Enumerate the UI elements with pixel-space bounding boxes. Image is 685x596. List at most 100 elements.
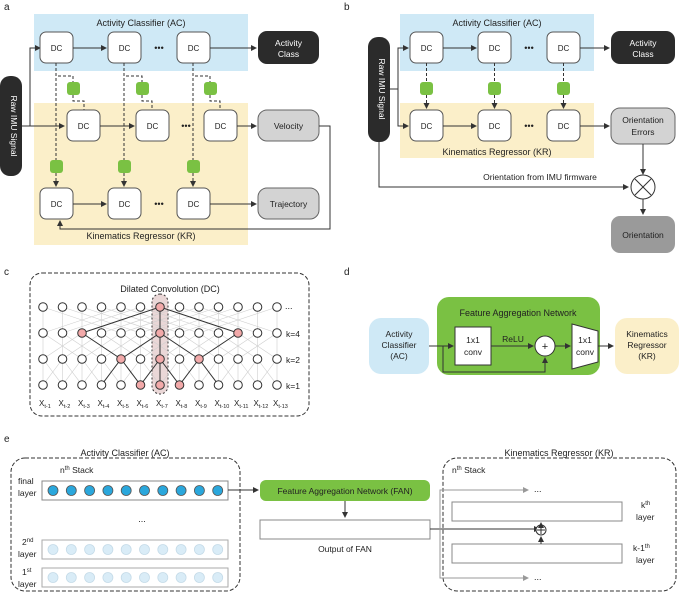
c-node (233, 380, 243, 390)
c-x-label: Xt-8 (176, 399, 188, 410)
a-fan-square (118, 160, 131, 173)
c-node (57, 380, 68, 390)
a-kr-dc-2 (135, 109, 170, 142)
e-ac-frame (10, 457, 241, 592)
e-final-node (102, 485, 114, 496)
c-node (272, 328, 282, 338)
c-active-node (155, 328, 165, 338)
a-kr-title: Kinematics Regressor (KR) (86, 231, 195, 241)
c-connection (218, 358, 239, 386)
c-x-label: Xt-11 (234, 399, 248, 410)
c-active-connection (198, 358, 219, 386)
d-kr-box (615, 318, 679, 374)
c-active-connection (140, 358, 161, 386)
a-dc-label: DC (119, 200, 131, 209)
c-node (213, 302, 224, 312)
e-pale-node (157, 572, 169, 583)
c-active-node (233, 328, 243, 338)
c-node (116, 380, 126, 390)
e-kth-layer-box (451, 501, 623, 522)
e-k1th-layer-box (451, 543, 623, 564)
b-dots: ••• (524, 43, 533, 53)
b-orientation-label: Orientation (622, 230, 664, 240)
c-x-label: Xt-5 (117, 399, 129, 410)
c-x-label: Xt-6 (137, 399, 149, 410)
e-ac-ellipsis: ... (138, 514, 146, 524)
d-conv-2 (571, 323, 599, 370)
a-kr2-dc-2 (107, 187, 142, 220)
c-node (174, 302, 185, 312)
d-conv-1-b: conv (464, 347, 483, 357)
c-k1-label: k=1 (286, 381, 300, 391)
c-active-connection (179, 358, 200, 386)
c-node (77, 354, 87, 364)
a-fan-square (136, 82, 149, 95)
e-pale-node (65, 544, 77, 555)
c-active-node (155, 354, 165, 364)
c-node (135, 328, 146, 338)
e-kth-label-2: layer (636, 512, 655, 522)
c-node (194, 302, 204, 312)
c-node (96, 380, 107, 390)
c-node (213, 380, 224, 390)
e-kr-nth-stack: nth Stack (452, 465, 486, 475)
c-node (272, 354, 282, 364)
c-node (233, 354, 243, 364)
c-node (116, 328, 126, 338)
c-connection (237, 358, 258, 386)
b-fan-square (557, 82, 570, 95)
c-ellipsis: ... (285, 301, 293, 311)
c-x-label: Xt-12 (254, 399, 269, 410)
d-add-sign: + (542, 341, 548, 353)
c-node (252, 354, 263, 364)
b-raw-imu-label: Raw IMU Signal (377, 59, 387, 120)
e-final-label-1: final (18, 476, 34, 486)
c-active-connection (81, 332, 122, 360)
a-dc-label: DC (119, 44, 131, 53)
d-conv-2-b: conv (576, 347, 595, 357)
a-feedback-arrow (57, 125, 331, 230)
c-node (77, 302, 87, 312)
c-node (38, 380, 48, 390)
d-conv-2-a: 1x1 (578, 335, 592, 345)
e-pale-node (175, 544, 187, 555)
c-connection (237, 332, 278, 360)
e-ac-nth-stack: nth Stack (60, 465, 94, 475)
c-k4-label: k=4 (286, 329, 300, 339)
panel-c-letter: c (4, 267, 9, 278)
a-dots: ••• (154, 43, 163, 53)
a-trajectory-box (257, 187, 320, 220)
e-final-node (193, 485, 205, 496)
c-node (135, 354, 146, 364)
e-final-label-2: layer (18, 488, 37, 498)
e-fan-output-label: Output of FAN (318, 544, 372, 554)
c-connection (42, 332, 83, 360)
a-trajectory-label: Trajectory (270, 199, 308, 209)
c-node (252, 380, 263, 390)
a-velocity-label: Velocity (274, 121, 304, 131)
c-active-connection (101, 358, 122, 386)
b-dc-label: DC (421, 44, 433, 53)
d-fan-title: Feature Aggregation Network (459, 308, 577, 318)
a-raw-imu-label: Raw IMU Signal (9, 96, 19, 157)
c-node (57, 328, 68, 338)
d-ac-2: Classifier (382, 340, 417, 350)
a-activity-label-1: Activity (275, 38, 303, 48)
e-pale-node (193, 544, 205, 555)
b-fan-square (488, 82, 501, 95)
a-dots: ••• (181, 121, 190, 131)
c-connection (140, 306, 219, 334)
e-kr-ellipsis-top: ... (534, 484, 542, 494)
c-node (116, 302, 126, 312)
b-orientation-box (611, 216, 675, 253)
e-pale-node (212, 572, 224, 583)
e-pale-node (120, 544, 132, 555)
e-final-node (120, 485, 132, 496)
c-connection (218, 332, 258, 360)
a-fan-square (187, 160, 200, 173)
a-dots: ••• (154, 199, 163, 209)
c-x-label: Xt-9 (195, 399, 207, 410)
e-final-node (212, 485, 224, 496)
c-node (194, 380, 204, 390)
b-activity-class (611, 31, 675, 64)
